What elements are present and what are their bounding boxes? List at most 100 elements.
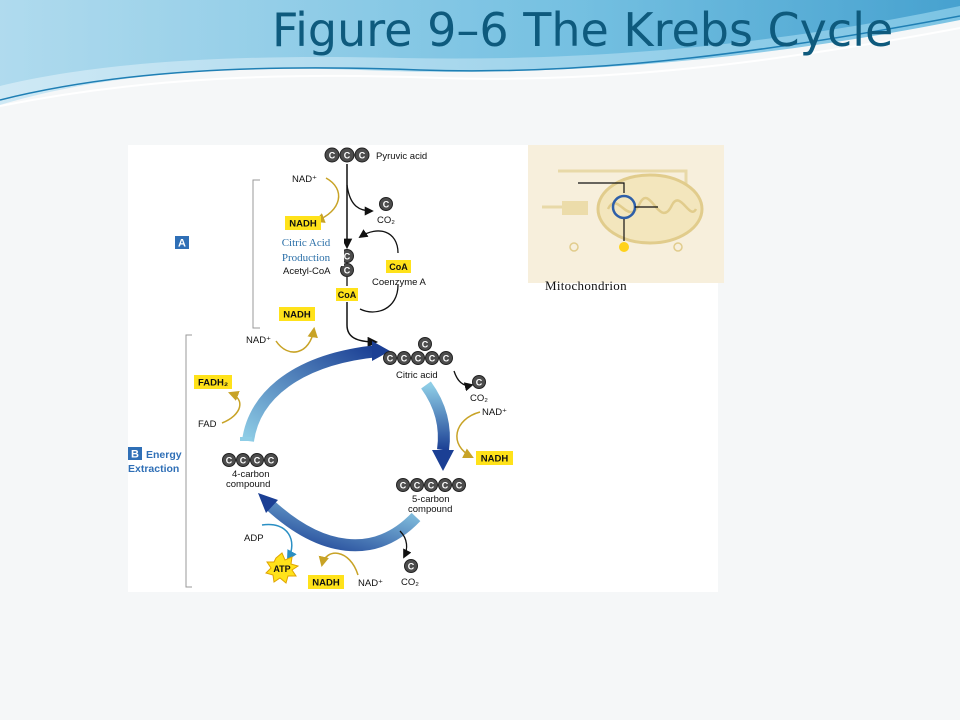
acetyl-into-cycle-arrow: [346, 302, 379, 348]
header-wave-dark: [0, 0, 960, 86]
coa-label-acetyl: CoA: [338, 290, 357, 300]
carbon-label: C: [344, 266, 351, 276]
carbon-label: C: [254, 456, 261, 466]
adp-label: ADP: [244, 533, 264, 544]
carbon-atom: [339, 147, 355, 163]
inset-atp-icon: [619, 242, 629, 252]
fad-label: FAD: [198, 419, 217, 430]
carbon-atom: [411, 351, 425, 365]
carbon-label: C: [429, 354, 436, 364]
nad-reduction-arrow-b2: [456, 411, 481, 458]
cycle-arrowhead-right: [432, 450, 454, 471]
nadh-highlight-b1: [279, 307, 315, 321]
five-carbon-label-2: compound: [408, 504, 452, 515]
citric-acid-production-label: Citric Acid Production: [268, 236, 344, 266]
fad-reduction-arrow: [221, 391, 241, 424]
nad-plus-label-b3: NAD⁺: [358, 578, 383, 589]
cycle-segment-right: [421, 381, 450, 451]
header-swoosh-line: [0, 15, 960, 101]
fadh2-label: FADH₂: [198, 378, 228, 389]
nadh-label-a: NADH: [289, 219, 317, 230]
section-b-label-line1: Energy: [146, 449, 182, 461]
coenzyme-a-release-arrow: [359, 284, 399, 313]
mitochondrion-inset: [528, 145, 724, 283]
slide-title: Figure 9–6 The Krebs Cycle: [272, 3, 894, 57]
krebs-cycle-diagram: A B Energy Extraction C C C Pyruvic acid…: [128, 147, 513, 589]
carbon-label: C: [456, 481, 463, 491]
carbon-label: C: [401, 354, 408, 364]
carbon-label: C: [443, 354, 450, 364]
carbon-label: C: [414, 481, 421, 491]
mitochondrion-cristae: [606, 196, 698, 214]
carbon-atom: [222, 453, 236, 467]
carbon-label: C: [428, 481, 435, 491]
pyruvic-acid-label: Pyruvic acid: [376, 151, 427, 162]
cycle-arrowhead-top: [372, 341, 390, 361]
cycle-segment-bottom: [265, 500, 421, 552]
nadh-highlight-b3: [308, 575, 344, 589]
nad-reduction-arrow-b3: [318, 552, 359, 576]
atp-burst-icon: [265, 552, 300, 584]
carbon-atom: [396, 478, 410, 492]
co2-label-a: CO₂: [377, 215, 395, 226]
nadh-highlight-a: [285, 216, 321, 230]
cycle-arrowhead-bottom: [258, 493, 278, 513]
inset-arrow: [578, 182, 625, 193]
co2-release-arrow-b1: [453, 370, 474, 392]
citric-acid-label: Citric acid: [396, 370, 438, 381]
co2-label-b1: CO₂: [470, 393, 488, 404]
carbon-label: C: [383, 200, 390, 210]
co2-release-arrow-b2: [399, 530, 412, 559]
nad-plus-label-a: NAD⁺: [292, 174, 317, 185]
carbon-atom: [379, 197, 393, 211]
nad-reduction-arrow-b1: [275, 326, 318, 353]
coenzyme-a-label: Coenzyme A: [372, 277, 427, 288]
carbon-atom: [397, 351, 411, 365]
section-a-bracket: [252, 179, 260, 329]
carbon-atom: [425, 351, 439, 365]
carbon-label: C: [268, 456, 275, 466]
carbon-label: C: [476, 378, 483, 388]
carbon-atom: [340, 263, 354, 277]
coa-highlight-free: [386, 260, 411, 273]
carbon-atom: [250, 453, 264, 467]
coa-label-free: CoA: [389, 262, 408, 272]
carbon-atom: [404, 559, 418, 573]
section-b-badge: B: [131, 449, 139, 461]
carbon-atom: [264, 453, 278, 467]
coenzyme-a-recycle-arrow: [358, 229, 399, 254]
carbon-label: C: [442, 481, 449, 491]
co2-release-arrow-a: [346, 184, 374, 216]
co2-label-b2: CO₂: [401, 577, 419, 588]
carbon-label: C: [344, 252, 351, 262]
carbon-atom: [354, 147, 370, 163]
carbon-atom: [324, 147, 340, 163]
carbon-atom: [438, 478, 452, 492]
carbon-atom: [236, 453, 250, 467]
four-carbon-label-2: compound: [226, 479, 270, 490]
coa-highlight-acetyl: [336, 288, 358, 301]
carbon-label: C: [329, 151, 336, 161]
carbon-atom: [410, 478, 424, 492]
carbon-atom: [472, 375, 486, 389]
nadh-highlight-b2: [476, 451, 513, 465]
mitochondrion-caption: Mitochondrion: [545, 278, 627, 293]
nad-plus-label-b1: NAD⁺: [246, 335, 271, 346]
carbon-label: C: [415, 354, 422, 364]
carbon-label: C: [226, 456, 233, 466]
four-carbon-label-1: 4-carbon: [232, 469, 270, 480]
nad-reduction-arrow-a: [314, 177, 340, 223]
section-b-label-line2: Extraction: [128, 463, 179, 475]
carbon-atom: [452, 478, 466, 492]
mitochondrion-icon: [542, 169, 704, 252]
nadh-label-b2: NADH: [481, 454, 509, 465]
carbon-label: C: [400, 481, 407, 491]
nadh-label-b3: NADH: [312, 578, 340, 589]
carbon-label: C: [387, 354, 394, 364]
fadh2-highlight: [194, 375, 232, 389]
carbon-label: C: [408, 562, 415, 572]
inset-atp-faded-icon: [673, 242, 683, 252]
header-swoosh-line-white: [0, 27, 960, 107]
four-carbon-molecule: C C C C: [222, 453, 278, 467]
section-a-badge-box: [175, 236, 189, 249]
